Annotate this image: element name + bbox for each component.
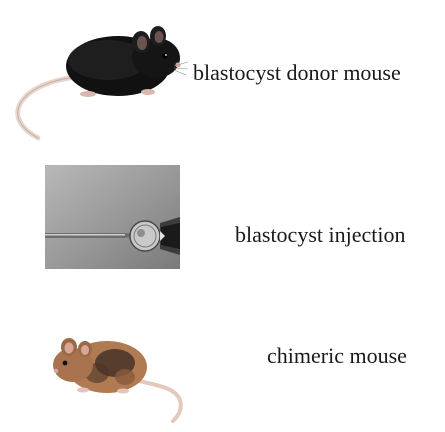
micropipette-injection-icon [45,165,180,269]
injection-label: blastocyst injection [235,224,405,246]
agouti-mouse-icon [45,325,195,425]
donor-mouse-label: blastocyst donor mouse [193,62,401,84]
injection-image [45,165,180,269]
donor-mouse-image [8,8,188,148]
black-mouse-icon [8,8,188,148]
chimeric-mouse-label: chimeric mouse [267,345,407,367]
chimeric-mouse-image [45,325,195,425]
